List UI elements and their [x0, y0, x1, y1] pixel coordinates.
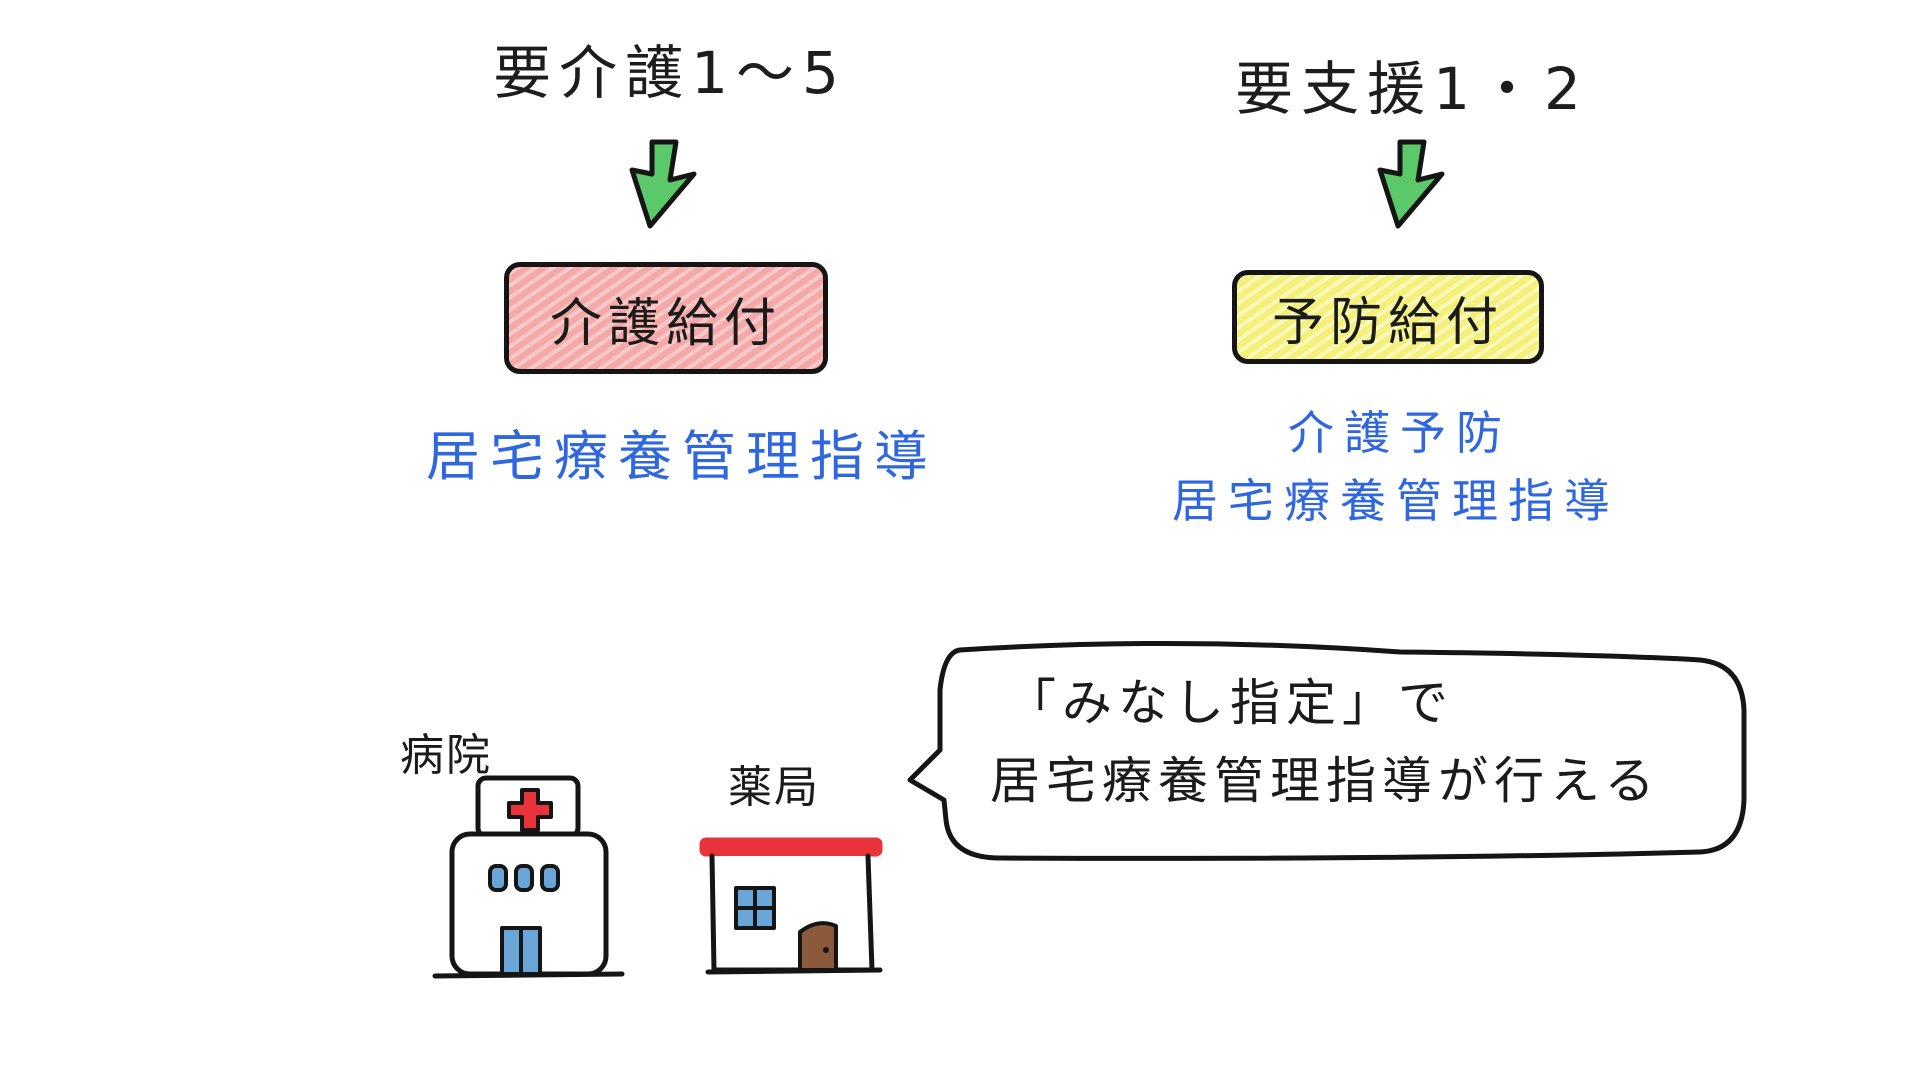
home-care-service-text: 居宅療養管理指導: [426, 425, 938, 488]
preventive-benefit-box: 予防給付: [1232, 270, 1544, 364]
preventive-care-text: 介護予防: [1288, 406, 1512, 460]
hospital-icon: [432, 775, 625, 979]
speech-bubble: [907, 640, 1747, 861]
deemed-designation-text: 「みなし指定」で: [1006, 674, 1454, 732]
care-benefit-box: 介護給付: [504, 262, 828, 374]
hospital-label: 病院: [400, 730, 492, 781]
preventive-home-care-service-text: 居宅療養管理指導: [1172, 474, 1620, 528]
care-level-heading: 要介護1～5: [493, 39, 847, 107]
pharmacy-label: 薬局: [728, 762, 820, 813]
pharmacy-icon: [699, 837, 883, 975]
care-benefit-label: 介護給付: [549, 293, 782, 354]
preventive-benefit-label: 予防給付: [1271, 292, 1504, 353]
down-arrow-icon: [1377, 139, 1445, 229]
down-arrow-icon: [629, 139, 697, 229]
can-provide-service-text: 居宅療養管理指導が行える: [990, 752, 1661, 810]
support-level-heading: 要支援1・2: [1235, 55, 1589, 123]
